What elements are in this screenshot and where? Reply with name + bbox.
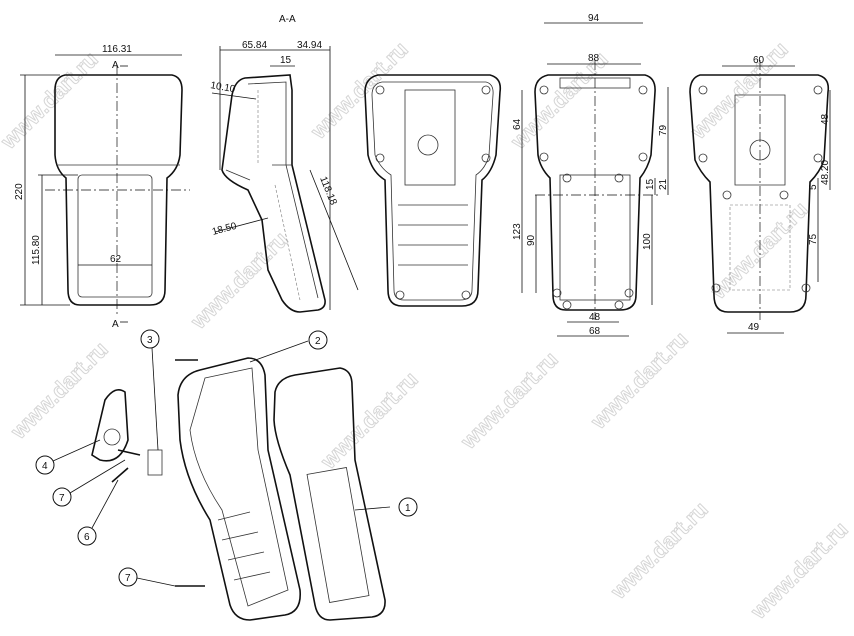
callout-bubble <box>118 567 138 587</box>
callout-3: 3 <box>147 335 153 346</box>
dim-lower-area: 100 <box>642 233 653 250</box>
dim-total-holes: 123 <box>512 223 523 240</box>
dim-window-height: 90 <box>526 234 537 246</box>
callout-bubble <box>398 497 418 517</box>
dim-lip: 15 <box>280 55 292 66</box>
dim-step: 5 <box>808 184 819 190</box>
callout-bubble <box>35 455 55 475</box>
callout-bubble <box>52 487 72 507</box>
dim-depth-top: 65.84 <box>242 40 267 51</box>
callout-bubble <box>308 330 328 350</box>
callout-7b: 7 <box>125 573 131 584</box>
watermark: www.dart.ru <box>305 37 413 145</box>
watermark: www.dart.ru <box>0 47 103 155</box>
callout-7a: 7 <box>59 493 65 504</box>
dim-bottom-span: 49 <box>748 322 760 333</box>
dim-handle-height: 115.80 <box>31 235 42 265</box>
watermark: www.dart.ru <box>705 197 813 305</box>
dim-width: 116.31 <box>102 44 132 55</box>
dim-top-span: 60 <box>753 55 765 66</box>
watermark: www.dart.ru <box>685 37 793 145</box>
exploded-view <box>91 357 386 621</box>
dim-top-area: 79 <box>658 124 669 136</box>
dim-handle-length: 118.18 <box>317 175 339 207</box>
section-marker-top: A <box>112 60 119 71</box>
callouts: 1 2 3 4 7 6 7 <box>35 329 418 587</box>
dim-middle: 48.20 <box>820 160 831 185</box>
callout-bubble <box>140 329 160 349</box>
callout-6: 6 <box>84 532 90 543</box>
inner-front-view: 94 88 64 79 21 15 123 90 100 48 68 <box>512 13 669 337</box>
watermark: www.dart.ru <box>605 497 713 605</box>
rear-view: 60 48 48.20 5 75 49 <box>689 55 831 334</box>
dim-bottom-holes: 48 <box>589 312 601 323</box>
dim-upper-holes: 48 <box>820 113 831 125</box>
callout-4: 4 <box>42 461 48 472</box>
callout-2: 2 <box>315 336 321 347</box>
dim-hole-span: 88 <box>588 53 600 64</box>
callout-bubble <box>77 526 97 546</box>
watermark: www.dart.ru <box>185 227 293 335</box>
dim-depth-handle: 34.94 <box>297 40 322 51</box>
dim-gap: 21 <box>658 178 669 190</box>
dim-window-width: 62 <box>110 254 122 265</box>
front-view: 116.31 220 115.80 62 A A <box>14 44 190 330</box>
dim-grip: 18.50 <box>211 221 238 238</box>
section-title: A-A <box>279 14 296 25</box>
dim-top-holes: 64 <box>512 118 523 130</box>
dim-offset: 15 <box>645 178 656 190</box>
watermark: www.dart.ru <box>315 367 423 475</box>
section-marker-bottom: A <box>112 319 119 330</box>
watermark: www.dart.ru <box>745 517 853 625</box>
dim-height: 220 <box>14 183 25 200</box>
dim-lower-holes: 75 <box>808 233 819 245</box>
watermark: www.dart.ru <box>585 327 693 435</box>
callout-1: 1 <box>405 503 411 514</box>
watermark: www.dart.ru <box>5 337 113 445</box>
dim-outer-width: 94 <box>588 13 600 24</box>
section-view: A-A 65.84 34.94 15 10.10 18.50 118.18 <box>209 14 359 313</box>
watermark: www.dart.ru <box>455 347 563 455</box>
inner-view <box>364 74 502 307</box>
dim-bottom-width: 68 <box>589 326 601 337</box>
dim-wall: 10.10 <box>209 80 236 95</box>
watermark-layer: www.dart.ru www.dart.ru www.dart.ru www.… <box>0 36 853 625</box>
